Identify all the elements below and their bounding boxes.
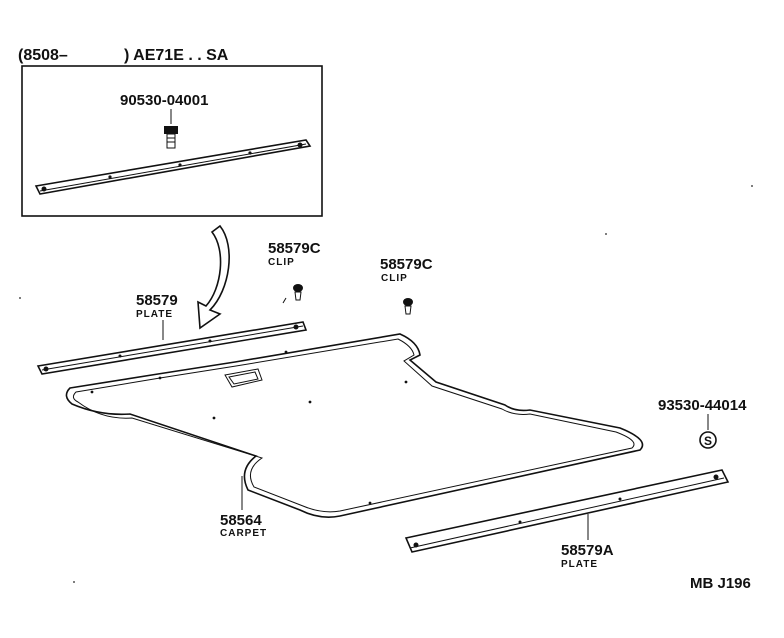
scan-speck: [73, 581, 75, 583]
clip-right-part-number: 58579C: [380, 256, 433, 273]
clip-left-tick: [282, 297, 287, 304]
clip-right-name: CLIP: [381, 273, 408, 284]
carpet-part-number: 58564: [220, 512, 262, 529]
scan-speck: [751, 185, 753, 187]
plate-left-name: PLATE: [136, 309, 173, 320]
inset-bolt-icon: [164, 126, 178, 149]
plate-right-part-number: 58579A: [561, 542, 614, 559]
plate-left-strip: [36, 321, 308, 375]
clip-right-icon: [403, 298, 413, 315]
s-part-number: 93530-44014: [658, 397, 747, 414]
scan-speck: [19, 297, 21, 299]
clip-left-part-number: 58579C: [268, 240, 321, 257]
s-symbol-circle: [699, 431, 717, 449]
carpet-name: CARPET: [220, 528, 267, 539]
pointer-arrow: [197, 224, 230, 330]
header-model-text: ) AE71E . . SA: [124, 47, 229, 64]
header-open-text: (8508–: [18, 47, 68, 64]
s-symbol-letter: S: [704, 434, 712, 448]
carpet-outline: [65, 333, 644, 518]
plate-left-part-number: 58579: [136, 292, 178, 309]
inset-bolt-part-number: 90530-04001: [120, 92, 208, 109]
plate-right-strip: [404, 469, 730, 553]
plate-right-name: PLATE: [561, 559, 598, 570]
diagram-code: MB J196: [690, 575, 751, 592]
clip-left-name: CLIP: [268, 257, 295, 268]
inset-frame: [21, 65, 323, 217]
inset-plate-strip: [34, 139, 312, 195]
scan-speck: [605, 233, 607, 235]
clip-left-icon: [293, 284, 303, 301]
